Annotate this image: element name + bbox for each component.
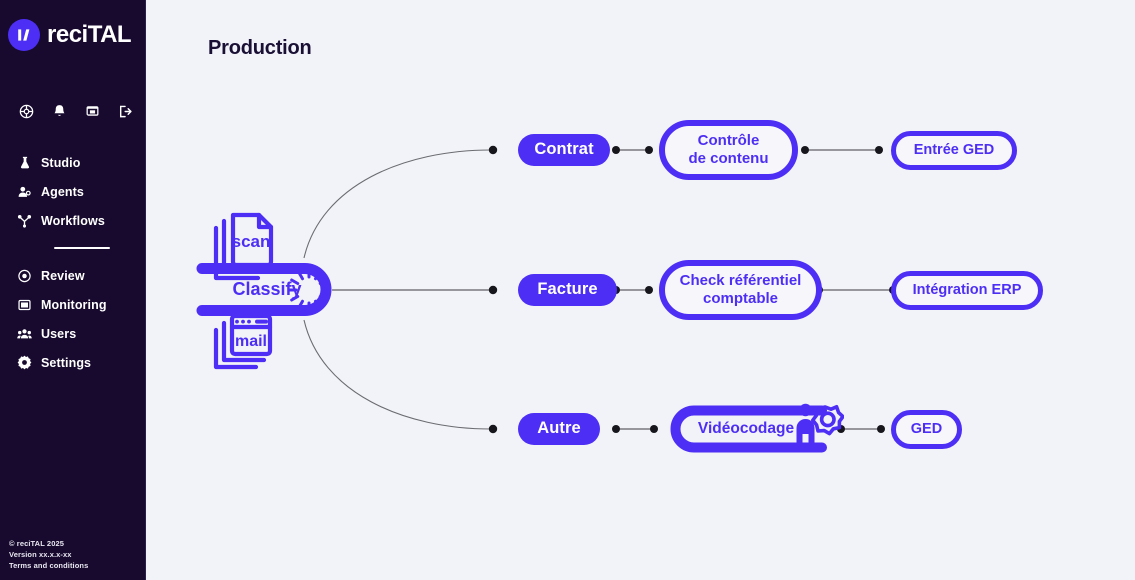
mail-stack-label: mail — [235, 333, 267, 350]
sidebar-item-label: Settings — [41, 355, 92, 370]
workflow-canvas: scan mail — [146, 0, 1135, 580]
sidebar-item-workflows[interactable]: Workflows — [0, 206, 145, 235]
step-node-controle-de-contenu[interactable]: Contrôle de contenu — [659, 120, 798, 180]
category-node-contrat[interactable]: Contrat — [518, 134, 610, 166]
sidebar-item-label: Studio — [41, 155, 81, 170]
category-node-autre[interactable]: Autre — [518, 413, 600, 445]
recital-monogram-icon — [8, 19, 40, 51]
classify-node[interactable]: Classify — [196, 263, 332, 316]
sidebar-item-users[interactable]: Users — [0, 319, 145, 348]
sidebar-item-monitoring[interactable]: Monitoring — [0, 290, 145, 319]
output-node-entree-ged[interactable]: Entrée GED — [891, 131, 1017, 170]
eye-icon — [17, 268, 32, 283]
sidebar-divider — [54, 247, 110, 249]
logout-icon[interactable] — [109, 98, 142, 124]
category-label: Contrat — [534, 140, 594, 159]
monitor-icon — [17, 297, 32, 312]
classify-label: Classify — [232, 278, 302, 299]
help-globe-icon[interactable] — [10, 98, 43, 124]
footer-terms-link[interactable]: Terms and conditions — [9, 561, 89, 570]
output-node-integration-erp[interactable]: Intégration ERP — [891, 271, 1043, 310]
agents-icon — [17, 184, 32, 199]
document-stack-label: scan — [232, 232, 271, 251]
sidebar-item-settings[interactable]: Settings — [0, 348, 145, 377]
step-label: Vidéocodage — [697, 419, 795, 437]
category-node-facture[interactable]: Facture — [518, 274, 617, 306]
sidebar-item-label: Review — [41, 268, 85, 283]
person-gear-icon — [790, 400, 844, 454]
inbox-icon[interactable] — [76, 98, 109, 124]
sidebar-item-label: Workflows — [41, 213, 105, 228]
sidebar-item-label: Monitoring — [41, 297, 107, 312]
output-node-ged[interactable]: GED — [891, 410, 962, 449]
main-content: Production — [146, 0, 1135, 580]
brand-logo[interactable]: reciTAL — [0, 0, 145, 51]
footer-version: Version xx.x.x-xx — [9, 550, 72, 559]
sidebar-item-review[interactable]: Review — [0, 261, 145, 290]
step-label: Contrôle de contenu — [688, 132, 769, 167]
sidebar-item-studio[interactable]: Studio — [0, 148, 145, 177]
workflow-node-icon — [17, 213, 32, 228]
sidebar-item-label: Agents — [41, 184, 84, 199]
sidebar-item-agents[interactable]: Agents — [0, 177, 145, 206]
gear-icon — [17, 355, 32, 370]
footer-copyright: © reciTAL 2025 — [9, 539, 65, 548]
output-label: Intégration ERP — [912, 281, 1022, 298]
quick-actions-bar — [10, 51, 145, 124]
output-label: GED — [910, 420, 943, 437]
sidebar-nav: Studio Agents — [0, 148, 145, 377]
sidebar-item-label: Users — [41, 326, 77, 341]
flask-icon — [17, 155, 32, 170]
step-node-videocodage[interactable]: Vidéocodage — [670, 405, 827, 453]
category-label: Facture — [537, 280, 598, 299]
users-icon — [17, 326, 32, 341]
bell-icon[interactable] — [43, 98, 76, 124]
step-node-check-referentiel-comptable[interactable]: Check référentiel comptable — [659, 260, 822, 320]
output-label: Entrée GED — [913, 141, 995, 158]
sidebar: reciTAL — [0, 0, 146, 580]
page-title: Production — [208, 37, 312, 60]
category-label: Autre — [537, 419, 581, 438]
step-label: Check référentiel comptable — [679, 272, 802, 307]
brand-name: reciTAL — [47, 21, 132, 48]
mail-window-stack-icon[interactable]: mail — [210, 313, 276, 375]
sidebar-footer: © reciTAL 2025 Version xx.x.x-xx Terms a… — [9, 538, 88, 571]
